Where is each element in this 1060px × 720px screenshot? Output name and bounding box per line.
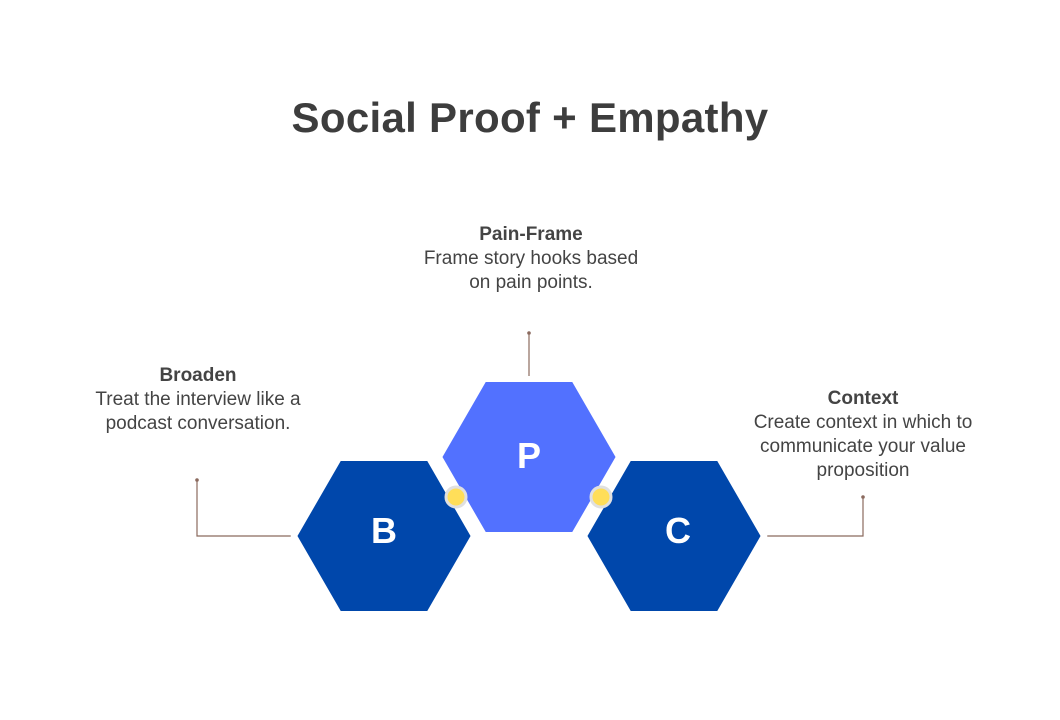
hexagon-broaden: B <box>290 455 478 617</box>
hexagon-letter-c: C <box>665 510 691 551</box>
callout-heading: Context <box>827 388 899 409</box>
hexagon-pain-frame: P <box>435 376 623 538</box>
callout-heading: Broaden <box>159 365 237 386</box>
hexagon-context: C <box>580 455 768 617</box>
callout-pain-frame: Pain-Frame Frame story hooks based on pa… <box>411 223 651 295</box>
diagram-title: Social Proof + Empathy <box>291 94 769 141</box>
hexagon-letter-p: P <box>517 435 541 476</box>
callout-description: Treat the interview like a podcast conve… <box>95 389 301 434</box>
callout-context: Context Create context in which to commu… <box>743 387 983 483</box>
callout-description: Create context in which to communicate y… <box>753 412 973 481</box>
leader-line-context <box>764 495 865 537</box>
connector-dot-left <box>444 485 468 509</box>
hexagon-letter-b: B <box>371 510 397 551</box>
callout-heading: Pain-Frame <box>479 224 583 245</box>
callout-broaden: Broaden Treat the interview like a podca… <box>88 364 308 436</box>
leader-line-broaden <box>195 478 296 537</box>
leader-line-pain-frame <box>527 331 531 380</box>
connector-dot-right <box>589 485 613 509</box>
callout-description: Frame story hooks based on pain points. <box>423 248 639 293</box>
